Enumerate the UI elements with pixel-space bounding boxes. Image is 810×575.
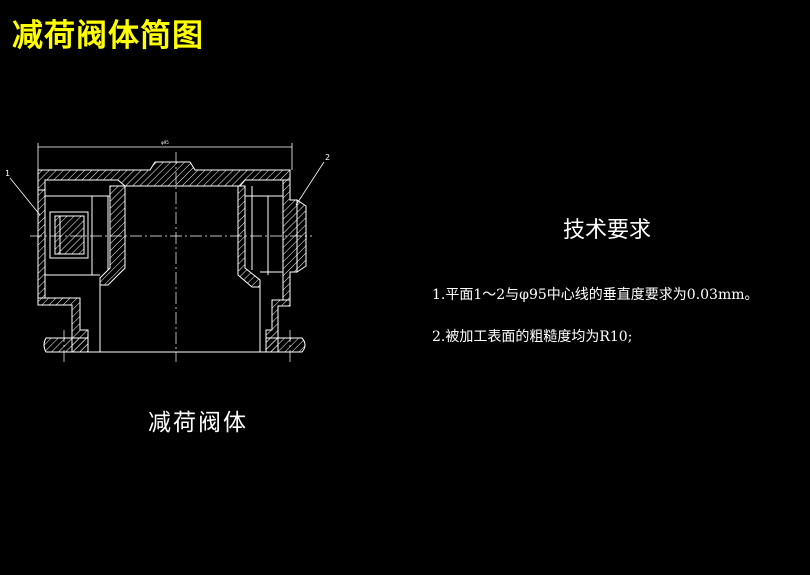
page-title: 减荷阀体简图 bbox=[12, 18, 204, 54]
requirement-item-1: 1.平面1～2与φ95中心线的垂直度要求为0.03mm。 bbox=[432, 287, 759, 303]
requirements-heading: 技术要求 bbox=[563, 218, 652, 243]
callout-2: 2 bbox=[325, 153, 330, 162]
callout-1: 1 bbox=[5, 169, 10, 178]
centre-lines bbox=[30, 152, 312, 362]
requirement-item-2: 2.被加工表面的粗糙度均为R10; bbox=[432, 329, 633, 345]
part-name-label: 减荷阀体 bbox=[148, 410, 248, 436]
callout-leaders bbox=[9, 161, 325, 216]
dimension-label: φ95 bbox=[161, 140, 169, 145]
body-section bbox=[37, 161, 307, 353]
body-outlines bbox=[45, 186, 302, 353]
top-dimension bbox=[37, 143, 293, 170]
